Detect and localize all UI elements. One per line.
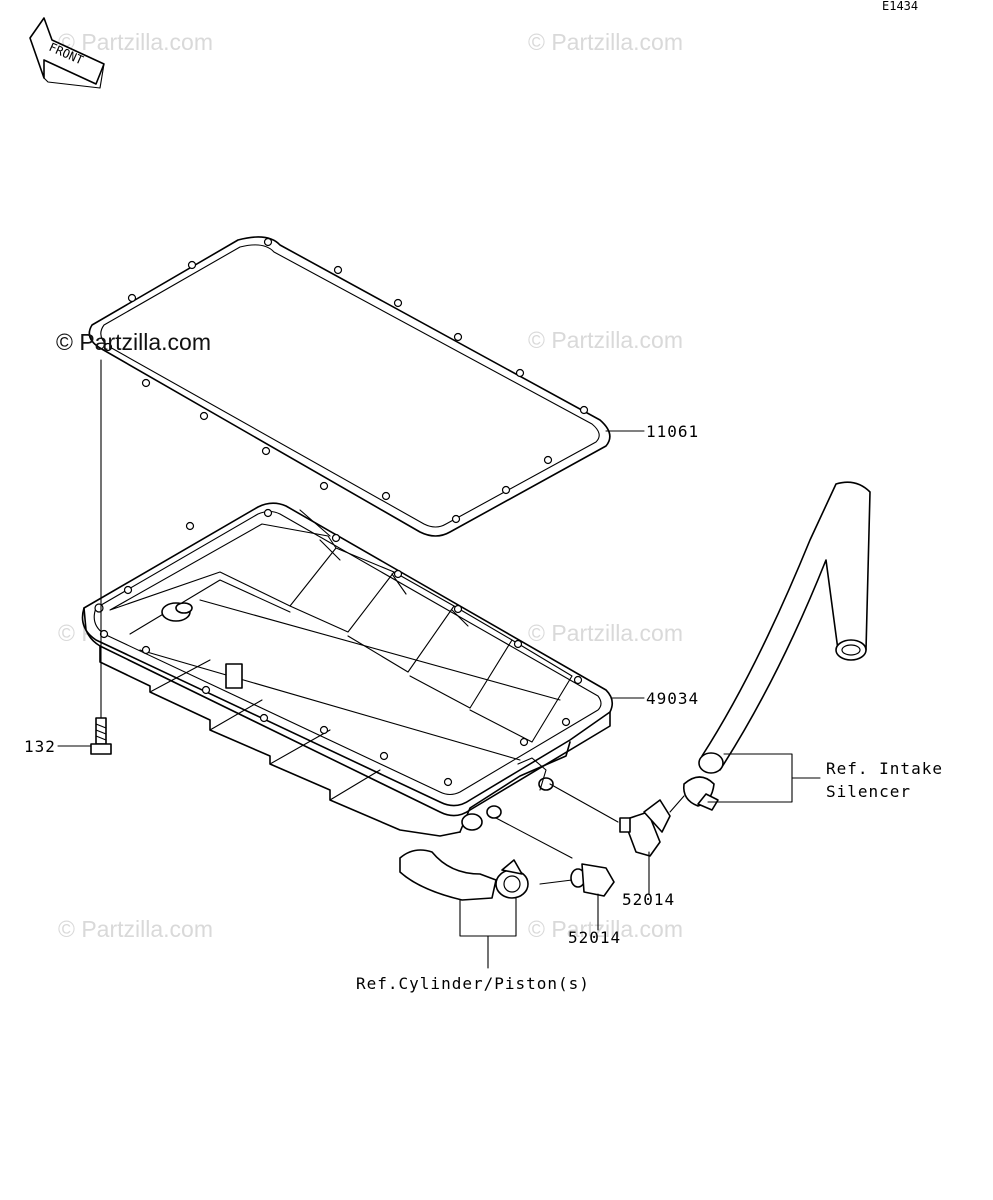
watermark: © Partzilla.com bbox=[58, 916, 213, 942]
watermark: © Partzilla.com bbox=[528, 29, 683, 55]
watermark: © Partzilla.com bbox=[528, 916, 683, 942]
watermark: © Partzilla.com bbox=[58, 29, 213, 55]
oil-pan bbox=[81, 502, 645, 837]
ref-cylinder: Ref.Cylinder/Piston(s) bbox=[356, 974, 590, 993]
watermark: © Partzilla.com bbox=[528, 620, 683, 646]
gasket-bolt-holes bbox=[103, 237, 589, 524]
watermark-dark: © Partzilla.com bbox=[56, 329, 211, 355]
oil-pan-bolt-holes bbox=[94, 508, 583, 787]
intake-hose bbox=[669, 481, 871, 813]
fitting-lower bbox=[495, 817, 615, 931]
part-label-oil-pan: 49034 bbox=[646, 689, 699, 708]
part-label-gasket: 11061 bbox=[646, 422, 699, 441]
part-label-fitting-upper: 52014 bbox=[622, 890, 675, 909]
watermark: © Partzilla.com bbox=[528, 327, 683, 353]
part-label-bolt: 132 bbox=[24, 737, 56, 756]
ref-intake-line2: Silencer bbox=[826, 782, 911, 801]
cylinder-hose bbox=[399, 849, 529, 969]
fitting-upper bbox=[549, 783, 671, 895]
diagram-code: E1434 bbox=[882, 0, 918, 13]
ref-intake-line1: Ref. Intake bbox=[826, 759, 943, 778]
watermarks: © Partzilla.com © Partzilla.com © Partzi… bbox=[58, 29, 683, 942]
part-label-fitting-lower: 52014 bbox=[568, 928, 621, 947]
oil-pan-gasket bbox=[88, 236, 645, 537]
bolt bbox=[57, 359, 112, 755]
